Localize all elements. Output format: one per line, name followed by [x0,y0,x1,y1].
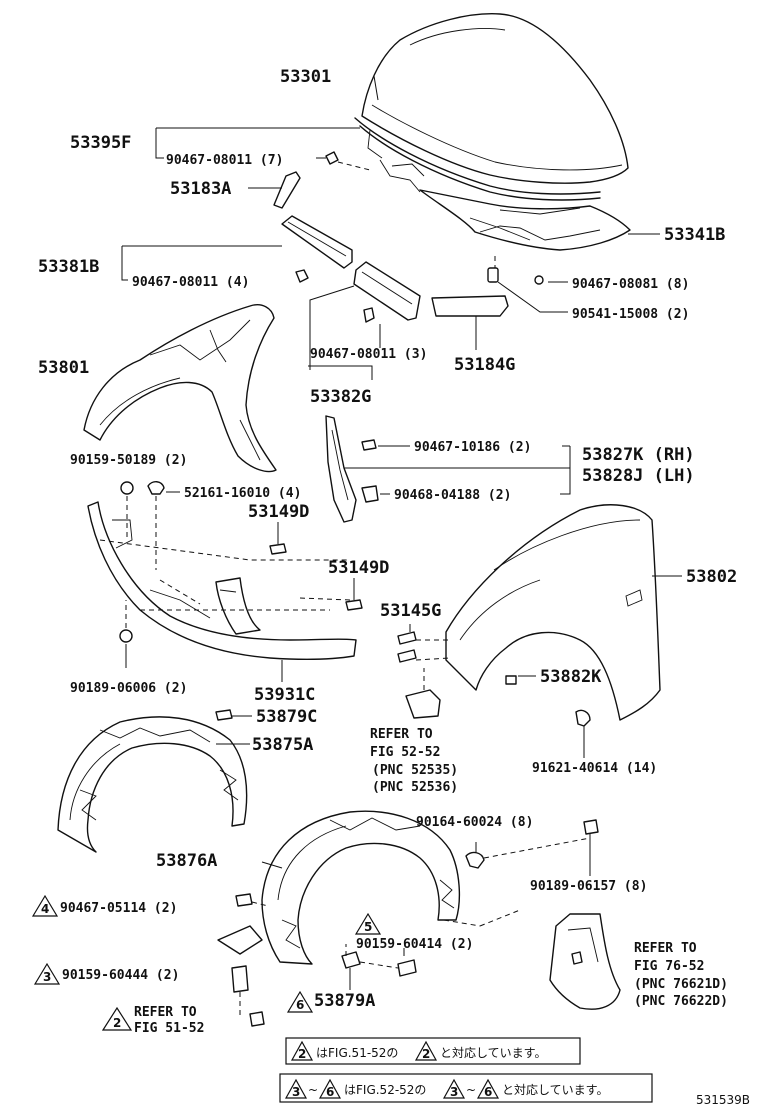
svg-text:3: 3 [43,970,51,984]
label-52161-16010-4: 52161-16010 (4) [184,486,301,501]
marker-triangle-3: 3 [33,962,61,985]
label-53395f: 53395F [70,133,131,153]
ref-refer-to-3: REFER TO [134,1005,197,1020]
figure-code: 531539B [696,1093,750,1107]
label-53802: 53802 [686,567,737,587]
apron-seal-53827k [325,415,571,523]
svg-text:4: 4 [41,902,49,916]
fender-liner-53875a [57,709,252,853]
svg-text:~: ~ [466,1083,476,1097]
note1-text-b: と対応しています。 [440,1046,546,1060]
clip-icons [295,151,544,323]
label-53381b: 53381B [38,257,99,277]
label-53827k: 53827K (RH) [582,445,695,465]
label-90468-04188-2: 90468-04188 (2) [394,488,511,503]
label-53301: 53301 [280,67,331,87]
label-90467-08011-7: 90467-08011 (7) [166,153,283,168]
label-53879c: 53879C [256,707,317,727]
label-53184g: 53184G [454,355,515,375]
svg-text:6: 6 [326,1085,334,1099]
hood-panel [361,13,629,184]
label-53341b: 53341B [664,225,725,245]
ref-pnc-76621d: (PNC 76621D) [634,977,728,992]
fender-apron-53801 [83,304,277,473]
svg-text:3: 3 [450,1085,458,1099]
svg-text:3: 3 [292,1085,300,1099]
label-53875a: 53875A [252,735,313,755]
svg-text:~: ~ [308,1083,318,1097]
seal-53382g [353,261,421,321]
label-90467-08081-8: 90467-08081 (8) [572,277,689,292]
hood-insulator [419,189,631,251]
ref-pnc-76622d: (PNC 76622D) [634,994,728,1009]
label-90189-06006-2: 90189-06006 (2) [70,681,187,696]
label-90467-10186-2: 90467-10186 (2) [414,440,531,455]
note1-text-a: はFIG.51-52の [316,1046,398,1060]
ref-refer-to-1: REFER TO [370,727,433,742]
label-53828j: 53828J (LH) [582,466,695,486]
ref-refer-to-2: REFER TO [634,941,697,956]
fender-liner-53876a [217,810,481,965]
marker-triangle-4: 4 [31,894,59,917]
seal-53381b [281,215,353,269]
label-53882k: 53882K [540,667,602,687]
ref-pnc-52536: (PNC 52536) [372,780,458,795]
label-53149d-a: 53149D [248,502,309,522]
label-53382g: 53382G [310,387,371,407]
svg-text:2: 2 [113,1016,121,1030]
label-90467-08011-4: 90467-08011 (4) [132,275,249,290]
ref-pnc-52535: (PNC 52535) [372,763,458,778]
note-box-2: 3 ~ 6 はFIG.52-52の 3 ~ 6 と対応しています。 [279,1073,653,1103]
liner-clips [231,819,599,1027]
svg-text:2: 2 [298,1047,306,1061]
label-90164-60024-8: 90164-60024 (8) [416,815,533,830]
marker-triangle-5: 5 [354,912,382,935]
seal-53184g [431,295,509,317]
label-90467-05114-2: 90467-05114 (2) [60,901,177,916]
label-91621-40614-14: 91621-40614 (14) [532,761,657,776]
label-53145g: 53145G [380,601,441,621]
ref-fig-52-52: FIG 52-52 [370,745,440,760]
svg-text:6: 6 [296,998,304,1012]
label-90541-15008-2: 90541-15008 (2) [572,307,689,322]
marker-triangle-6: 6 [286,990,314,1013]
seal-strip-53183a [273,171,301,209]
label-53876a: 53876A [156,851,217,871]
note-box-1: 2 はFIG.51-52の 2 と対応しています。 [285,1037,581,1065]
svg-text:5: 5 [364,920,372,934]
label-90467-08011-3: 90467-08011 (3) [310,347,427,362]
leaders-top [121,75,660,380]
ref-fig-51-52: FIG 51-52 [134,1021,204,1036]
bumper-clips [119,481,180,668]
label-53931c: 53931C [254,685,315,705]
bumper-support-53931c [87,501,363,682]
mudguard [549,913,621,1010]
front-fender-53802 [445,504,682,721]
label-90159-50189-2: 90159-50189 (2) [70,453,187,468]
note2-text-b: と対応しています。 [502,1083,608,1097]
svg-text:2: 2 [422,1047,430,1061]
ref-fig-76-52: FIG 76-52 [634,959,704,974]
label-90189-06157-8: 90189-06157 (8) [530,879,647,894]
label-90159-60444-2: 90159-60444 (2) [62,968,179,983]
svg-text:6: 6 [484,1085,492,1099]
label-90159-60414-2: 90159-60414 (2) [356,937,473,952]
label-53801: 53801 [38,358,89,378]
marker-triangle-2: 2 [101,1006,133,1031]
fender-clips [397,624,591,758]
label-53183a: 53183A [170,179,231,199]
note2-text-a: はFIG.52-52の [344,1083,426,1097]
label-53879a: 53879A [314,991,375,1011]
label-53149d-b: 53149D [328,558,389,578]
hood-seal [354,117,601,201]
